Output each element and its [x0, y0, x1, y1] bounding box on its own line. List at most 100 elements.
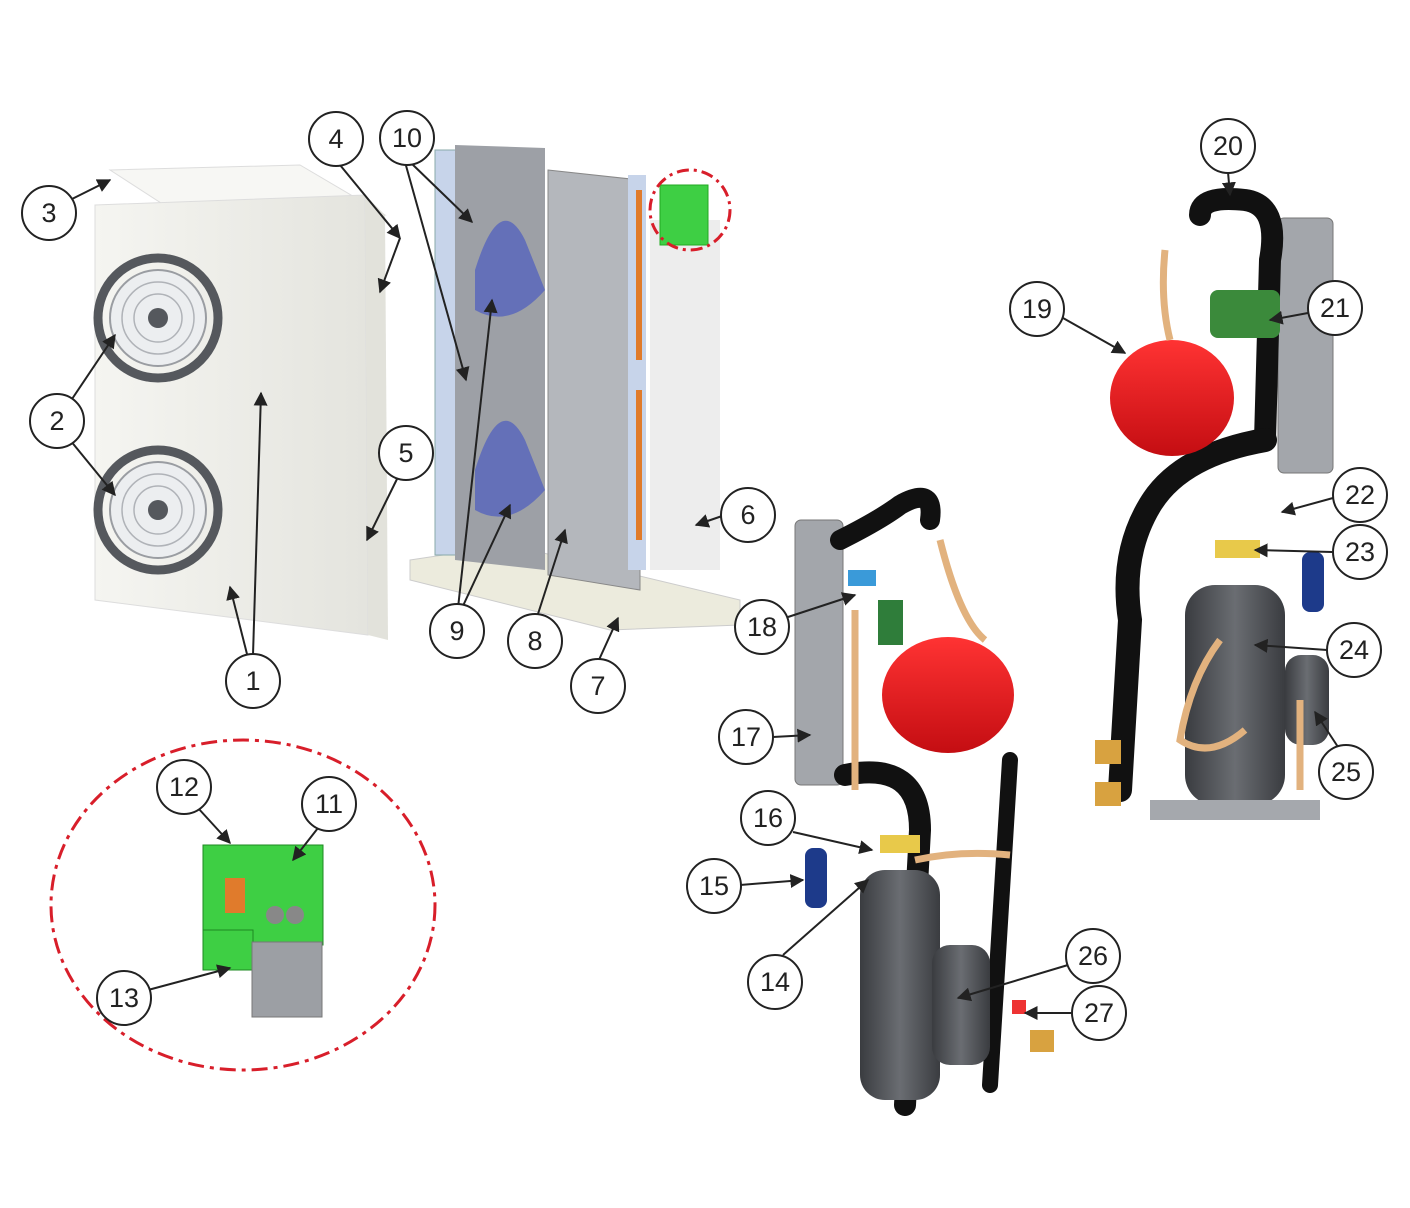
fan-grille-top	[93, 253, 223, 383]
callout-circle-4	[308, 111, 364, 167]
callout-circle-16	[740, 790, 796, 846]
leader-23	[1253, 543, 1333, 558]
expansion-vessel-front	[882, 637, 1014, 753]
callout-18: 18	[747, 612, 777, 642]
detail-circle-large	[49, 738, 437, 1072]
callout-15: 15	[699, 871, 729, 901]
terminal-pcb-small	[659, 184, 709, 246]
leader-10a	[409, 161, 474, 223]
leader-7	[597, 616, 620, 663]
fitting-rear-1	[1095, 740, 1121, 764]
leader-5	[366, 476, 399, 542]
insulated-pipe-main-rear	[1108, 428, 1277, 802]
callout-3: 3	[41, 198, 56, 228]
callout-11: 11	[315, 789, 343, 819]
callout-23: 23	[1345, 537, 1375, 567]
inverter-pcb	[202, 929, 254, 971]
leader-24	[1253, 638, 1328, 653]
leader-19	[1062, 317, 1127, 354]
valve-block-front	[880, 835, 920, 853]
fan-grille-bottom	[93, 445, 223, 575]
fitting-front	[1030, 1030, 1054, 1052]
leader-20	[1221, 171, 1236, 197]
insulated-pipe-top-front	[830, 487, 941, 550]
callout-circle-22	[1332, 467, 1388, 523]
leader-22	[1280, 497, 1334, 516]
callout-circle-26	[1065, 928, 1121, 984]
leader-lines	[69, 161, 1341, 1020]
callout-circle-15	[686, 858, 742, 914]
callout-circle-1	[225, 653, 281, 709]
callout-21: 21	[1320, 293, 1350, 323]
partition-panel	[547, 169, 641, 591]
pipe-orange-1	[636, 190, 642, 360]
callout-circle-9	[429, 603, 485, 659]
pump-rear	[1210, 290, 1280, 338]
callout-circle-3	[21, 185, 77, 241]
hydraulic-module-rear	[1095, 188, 1334, 820]
callout-25: 25	[1331, 757, 1361, 787]
plate-heat-exchanger-rear	[1277, 217, 1334, 474]
leader-1a	[252, 391, 268, 656]
leader-13	[147, 964, 232, 991]
leader-9a	[457, 298, 498, 609]
callout-circle-17	[718, 709, 774, 765]
callout-16: 16	[753, 803, 783, 833]
main-pcb	[202, 844, 324, 946]
callout-circle-20	[1200, 118, 1256, 174]
callout-circle-21	[1307, 280, 1363, 336]
callout-circle-10	[379, 110, 435, 166]
callout-circle-13	[96, 970, 152, 1026]
compressor-rear	[1185, 585, 1285, 805]
callout-20: 20	[1213, 131, 1243, 161]
leader-17	[772, 728, 812, 743]
frame-base-rear	[1150, 800, 1320, 820]
callout-4: 4	[328, 124, 343, 154]
callout-13: 13	[109, 983, 139, 1013]
fan-blade-top	[475, 220, 545, 317]
callout-circle-11	[301, 776, 357, 832]
filter-drier-rear	[1302, 552, 1324, 612]
leader-26	[956, 964, 1069, 1002]
callout-labels: 1 2 3 4 5 6 7 8 9 10 11 12 13 14 15 16 1…	[41, 123, 1375, 1028]
callout-14: 14	[760, 967, 790, 997]
callout-circle-18	[734, 599, 790, 655]
fitting-rear-2	[1095, 782, 1121, 806]
callout-27: 27	[1084, 998, 1114, 1028]
component-block	[225, 878, 245, 913]
leader-18	[787, 592, 857, 618]
hydraulic-module-front	[794, 487, 1054, 1116]
leader-14	[782, 879, 870, 956]
heat-sink	[251, 941, 323, 1018]
callout-8: 8	[527, 626, 542, 656]
insulated-pipe-main-front	[834, 761, 932, 1116]
copper-pipe-rear	[1159, 249, 1304, 790]
callout-5: 5	[398, 438, 413, 468]
callout-2: 2	[49, 406, 64, 436]
callout-22: 22	[1345, 480, 1375, 510]
capacitor-2	[286, 906, 304, 924]
expansion-vessel-rear	[1110, 340, 1234, 456]
plate-heat-exchanger-front	[794, 519, 844, 786]
leader-3	[69, 179, 112, 201]
compressor-front	[860, 870, 940, 1100]
fan-blade-bottom	[475, 420, 545, 517]
leader-4b	[377, 237, 401, 294]
callout-circle-7	[570, 658, 626, 714]
accumulator-front	[932, 945, 990, 1065]
detail-circle-small	[648, 168, 732, 252]
callout-6: 6	[740, 500, 755, 530]
callout-17: 17	[731, 722, 761, 752]
callout-circle-24	[1326, 622, 1382, 678]
control-board	[49, 738, 437, 1072]
callout-1: 1	[245, 666, 260, 696]
open-unit-internals	[409, 145, 741, 631]
capacitor-1	[266, 906, 284, 924]
leader-16	[792, 831, 874, 855]
leader-2b	[69, 439, 116, 497]
leader-9b	[461, 503, 512, 609]
outdoor-unit-casing	[93, 164, 388, 640]
copper-pipe-front	[851, 539, 1011, 864]
callout-circle-6	[720, 487, 776, 543]
